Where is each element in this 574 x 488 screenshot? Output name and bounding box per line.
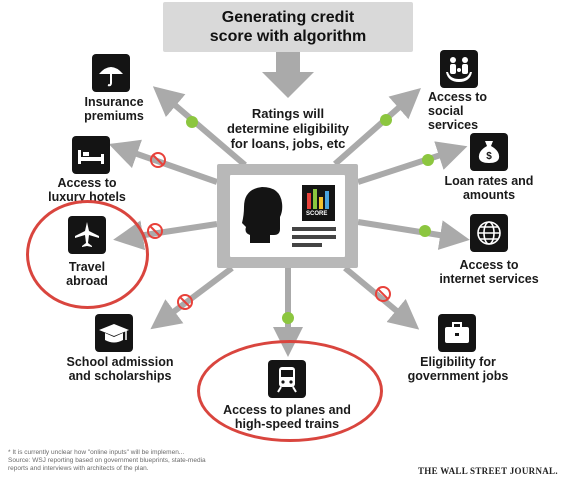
umbrella-icon: [92, 54, 130, 92]
train-icon: [268, 360, 306, 398]
allowed-dot-internet: [419, 225, 431, 237]
center-caption-line-1: Ratings will: [251, 106, 325, 121]
trains-highlight-ring: [197, 340, 383, 442]
title-banner: Generating credit score with algorithm: [163, 2, 413, 52]
label-internet: Access to internet services: [439, 258, 539, 286]
label-insurance: Insurance premiums: [84, 95, 144, 123]
travel-highlight-ring: [26, 200, 149, 309]
denied-sign-travel: [147, 223, 163, 239]
label-travel: Travel abroad: [66, 260, 108, 288]
profile-head-icon: [242, 185, 336, 247]
denied-sign-government: [375, 286, 391, 302]
score-label: SCORE: [306, 211, 328, 217]
spoke-internet: [357, 219, 470, 250]
bed-icon: [72, 136, 110, 174]
spoke-insurance: [152, 86, 247, 168]
svg-text:$: $: [486, 151, 492, 162]
title-line-1: Generating credit: [221, 9, 355, 26]
allowed-dot-insurance: [186, 116, 198, 128]
graduation-cap-icon: [95, 314, 133, 352]
label-social: Access to social services: [428, 90, 488, 132]
globe-icon: [470, 214, 508, 252]
label-government: Eligibility for government jobs: [407, 355, 509, 383]
spoke-school: [150, 265, 234, 330]
label-hotels: Access to luxury hotels: [48, 176, 126, 204]
label-trains: Access to planes and high-speed trains: [223, 403, 351, 431]
spoke-hotels: [108, 139, 218, 185]
denied-sign-hotels: [150, 152, 166, 168]
center-caption-line-2: determine eligibility: [226, 121, 350, 136]
denied-sign-school: [177, 294, 193, 310]
airplane-icon: [68, 216, 106, 254]
footnote: * It is currently unclear how "online in…: [8, 449, 206, 472]
title-down-arrow: [262, 52, 314, 98]
center-caption: Ratings will determine eligibility for l…: [205, 106, 371, 151]
allowed-dot-loans: [422, 154, 434, 166]
center-caption-line-3: for loans, jobs, etc: [230, 136, 346, 151]
family-icon: [440, 50, 478, 88]
allowed-dot-trains: [282, 312, 294, 324]
spoke-social: [333, 88, 421, 167]
label-school: School admission and scholarships: [66, 355, 174, 383]
briefcase-icon: [438, 314, 476, 352]
score-monitor: SCORE: [217, 164, 358, 268]
spoke-loans: [357, 141, 468, 185]
title-line-2: score with algorithm: [209, 28, 367, 45]
monitor-screen: SCORE: [230, 175, 345, 257]
source-credit: THE WALL STREET JOURNAL.: [418, 466, 558, 476]
allowed-dot-social: [380, 114, 392, 126]
money-bag-icon: $: [470, 133, 508, 171]
label-loans: Loan rates and amounts: [444, 174, 534, 202]
spoke-government: [343, 265, 420, 330]
